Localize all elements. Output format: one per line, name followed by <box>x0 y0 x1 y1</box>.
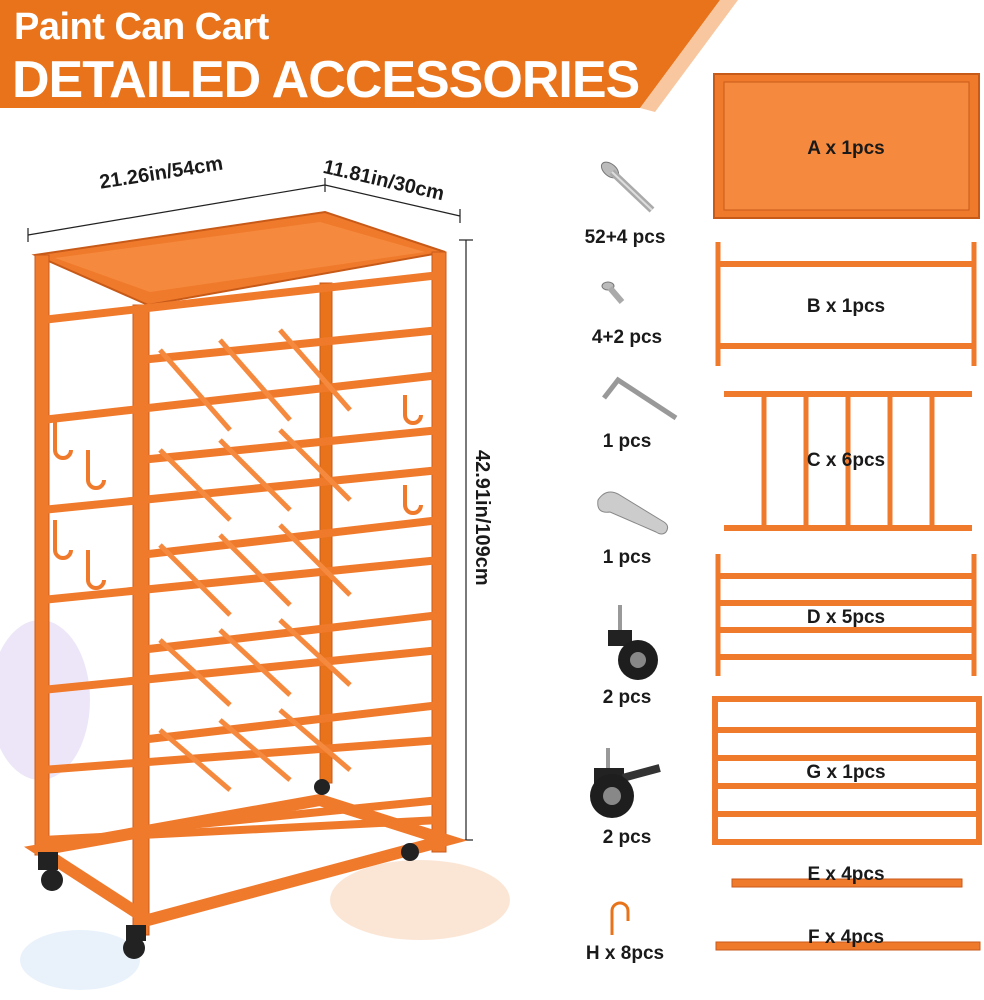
part-label-f: F x 4pcs <box>807 927 885 948</box>
hardware-label-locking-caster: 2 pcs <box>602 827 652 848</box>
caster-wheel-icon <box>608 605 658 680</box>
part-label-e: E x 4pcs <box>807 864 885 885</box>
hardware-label-bolt: 52+4 pcs <box>584 227 666 248</box>
part-d-frame <box>715 554 977 676</box>
banner-shape <box>0 0 738 112</box>
part-label-d: D x 5pcs <box>806 607 886 628</box>
part-e-bar <box>731 878 963 888</box>
page-title: DETAILED ACCESSORIES <box>12 51 640 109</box>
part-c-ladder <box>724 391 972 531</box>
header-banner: Paint Can Cart DETAILED ACCESSORIES <box>0 0 984 115</box>
part-label-a: A x 1pcs <box>807 138 885 159</box>
hardware-label-wrench: 1 pcs <box>602 547 652 568</box>
part-label-b: B x 1pcs <box>806 296 886 317</box>
hardware-label-hex-key: 1 pcs <box>602 431 652 452</box>
part-g-frame <box>712 696 982 845</box>
page-subtitle: Paint Can Cart <box>14 6 269 48</box>
part-b-frame <box>715 242 977 366</box>
locking-caster-wheel-icon <box>590 748 661 818</box>
screw-icon <box>601 281 625 304</box>
part-label-g: G x 1pcs <box>806 762 886 783</box>
part-f-bar <box>715 941 981 951</box>
hardware-label-hook: H x 8pcs <box>585 943 665 964</box>
hardware-label-screw: 4+2 pcs <box>591 327 663 348</box>
part-label-c: C x 6pcs <box>806 450 886 471</box>
bolt-icon <box>600 161 655 213</box>
part-a-panel <box>713 73 980 219</box>
hook-icon <box>610 901 630 935</box>
hex-key-icon <box>602 376 678 421</box>
hardware-label-caster: 2 pcs <box>602 687 652 708</box>
wrench-icon <box>597 491 669 535</box>
